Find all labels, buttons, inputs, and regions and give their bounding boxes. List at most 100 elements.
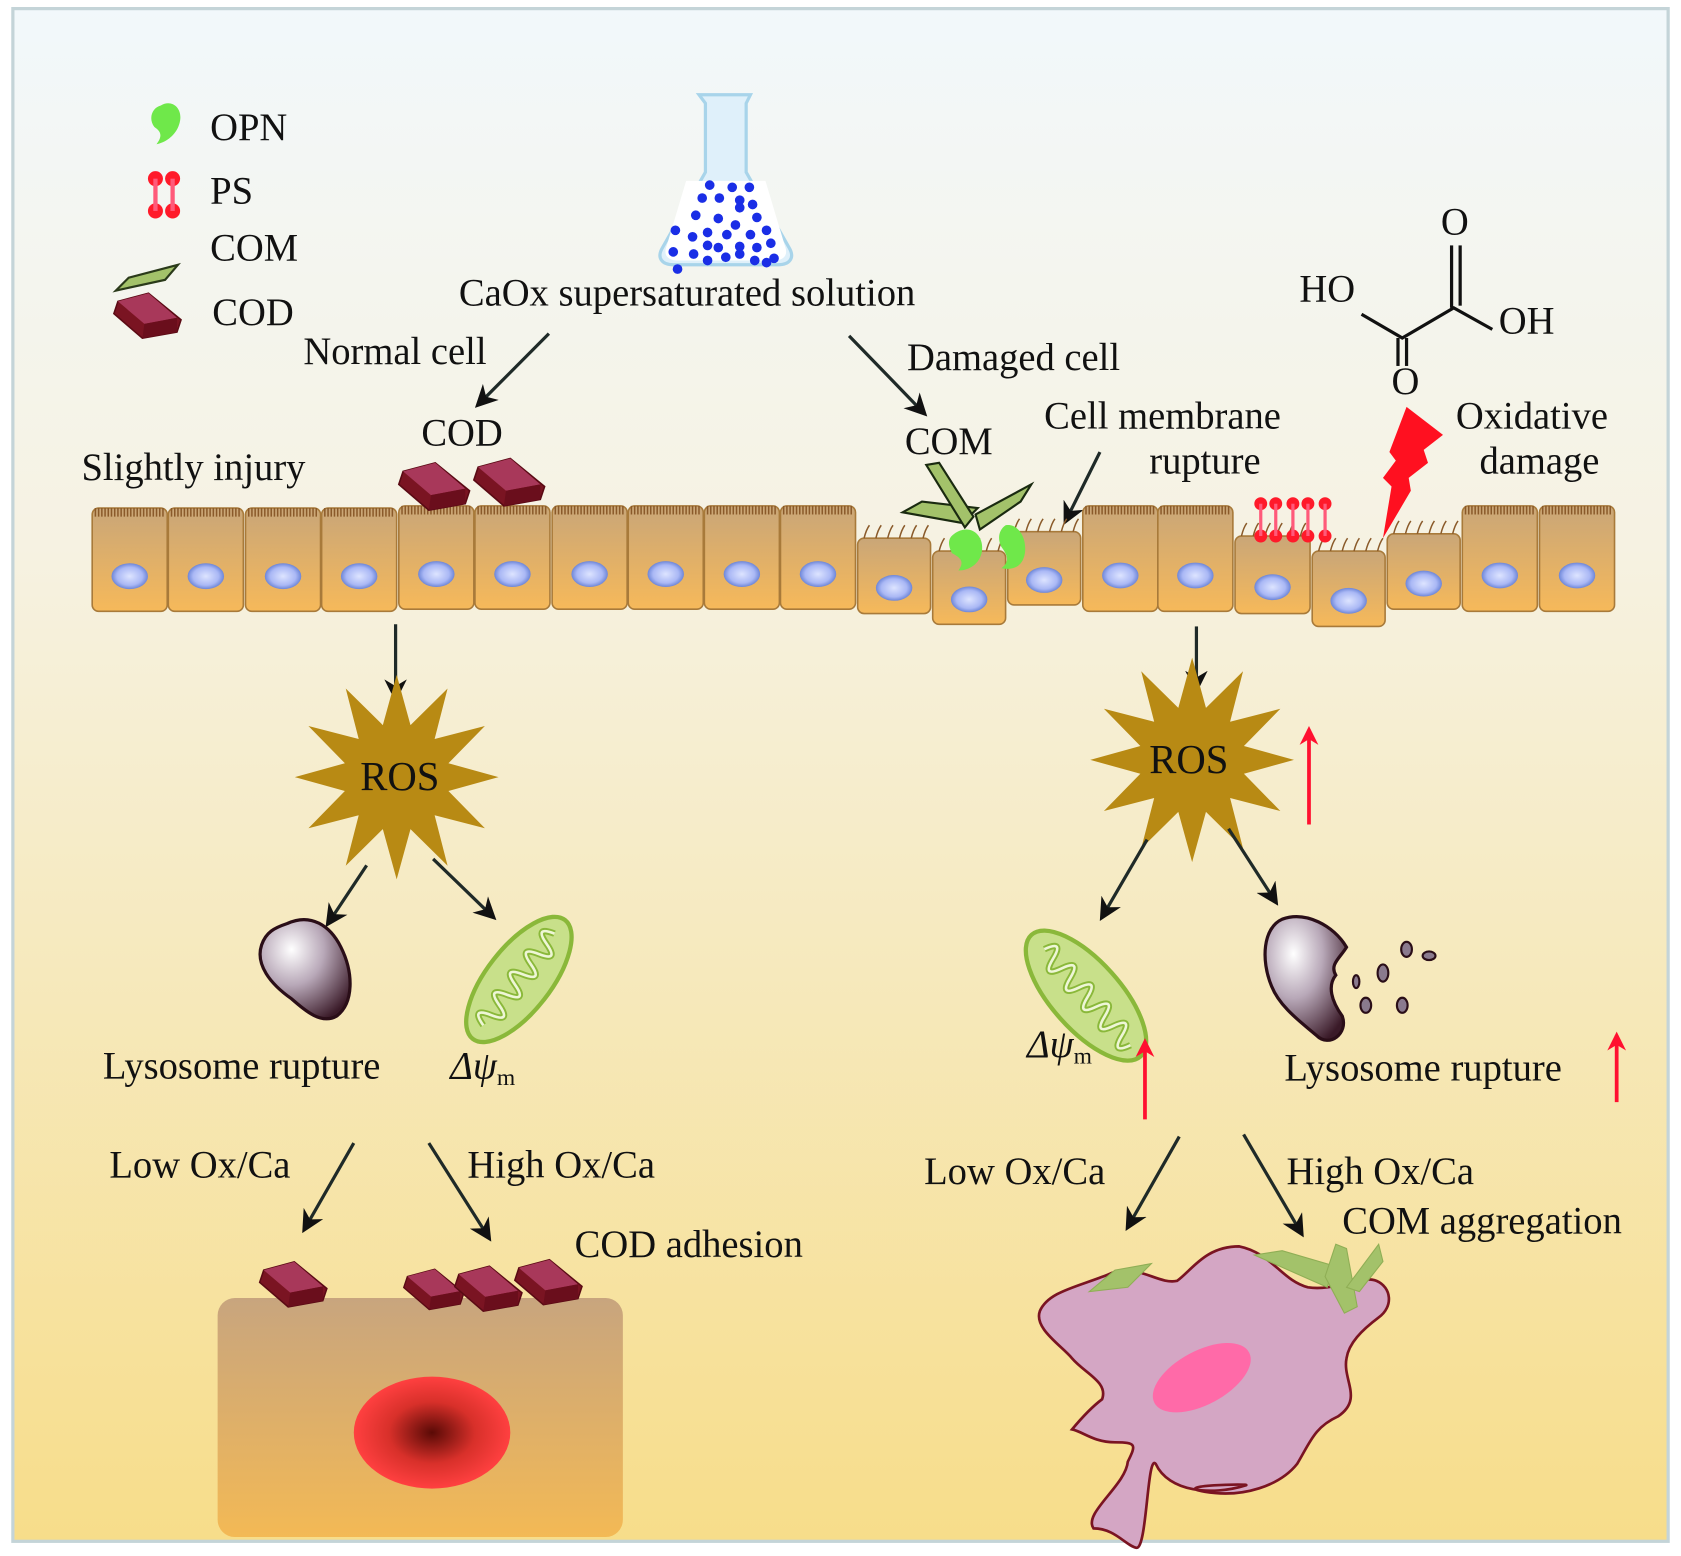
epithelial-cell (551, 505, 628, 611)
injured-cell-left (217, 1258, 623, 1538)
low-oxca-label-left: Low Ox/Ca (109, 1144, 290, 1186)
particle (734, 202, 745, 213)
epithelial-cell (856, 524, 932, 615)
ps-icon (147, 171, 181, 219)
particle (672, 264, 683, 274)
arrow-ros-to-mito-left (431, 857, 497, 921)
legend-label-opn: OPN (210, 107, 287, 149)
damaged-cell-label: Damaged cell (907, 337, 1120, 379)
microvilli (554, 505, 624, 515)
cell-nucleus (1405, 570, 1442, 597)
com-crystals-membrane (899, 461, 1035, 532)
particle (747, 199, 758, 210)
cell-nucleus (1177, 562, 1214, 589)
legend-label-cod: COD (212, 292, 293, 334)
cell-nucleus (647, 561, 684, 587)
epithelial-cell (1461, 505, 1539, 613)
opn-icon (151, 103, 181, 145)
arrow-to-rupture (1063, 451, 1102, 525)
flask-particles (668, 180, 779, 274)
epithelial-cell (1157, 505, 1234, 613)
cell-nucleus (571, 561, 608, 587)
com-label-top: COM (905, 421, 993, 463)
cell-nucleus (1254, 574, 1291, 601)
arrow-low-right (1125, 1135, 1181, 1231)
epithelial-cell (91, 507, 169, 613)
particle (704, 180, 715, 190)
epithelial-cell (703, 505, 781, 611)
lysosome-rupture-label-left: Lysosome rupture (103, 1045, 381, 1087)
membrane-rupture-label: Cell membrane (1044, 395, 1281, 437)
particle (713, 242, 724, 253)
oxalic-acid-structure: HO OH O O (1299, 202, 1554, 403)
cell-nucleus (1330, 587, 1367, 614)
slightly-injury-label: Slightly injury (81, 447, 306, 489)
particle (752, 242, 762, 253)
cell-nucleus (418, 561, 455, 587)
particle (749, 255, 760, 266)
arrow-to-damaged (847, 334, 928, 417)
microvilli (706, 505, 776, 515)
oxidative-damage-label-2: damage (1479, 441, 1599, 483)
arrow-high-right (1242, 1133, 1304, 1238)
epithelial-cell (1234, 522, 1311, 615)
ros-burst-right (1090, 657, 1294, 863)
legend-label-ps: PS (210, 170, 253, 212)
lysosome-rupture-label-right: Lysosome rupture (1284, 1048, 1562, 1090)
arrow-high-left (427, 1142, 492, 1242)
epithelial-cell (1311, 537, 1386, 628)
epithelial-cell (398, 505, 475, 611)
particle (752, 212, 762, 223)
ps-on-membrane (1254, 497, 1332, 543)
svg-text:O: O (1441, 202, 1469, 244)
damaged-cell-right (1037, 1243, 1391, 1550)
ruptured-lysosome-icon-right (1263, 915, 1437, 1042)
particle (690, 210, 701, 221)
lightning-icon (1382, 406, 1444, 539)
cell-nucleus (1558, 562, 1596, 589)
epithelial-cell (779, 505, 857, 611)
particle (688, 249, 699, 259)
particle (668, 247, 679, 257)
cod-label-top: COD (421, 413, 502, 455)
particle (702, 255, 713, 266)
epithelial-cell (320, 507, 398, 613)
cell-nucleus (875, 574, 913, 601)
epithelial-cell (244, 507, 322, 613)
nucleus-left (353, 1376, 511, 1489)
epithelial-cell-layer (91, 505, 1616, 628)
microvilli (247, 508, 318, 517)
particle (734, 195, 745, 206)
cell-nucleus (1025, 567, 1063, 593)
particle (734, 249, 745, 259)
high-oxca-label-left: High Ox/Ca (467, 1144, 655, 1186)
particle (722, 229, 732, 240)
particle (744, 182, 755, 193)
particle (714, 193, 725, 203)
particle (734, 241, 745, 252)
particle (769, 253, 779, 264)
microvilli (170, 508, 240, 517)
normal-cell-label: Normal cell (303, 331, 486, 373)
cell-nucleus (799, 561, 837, 587)
particle (730, 220, 741, 230)
microvilli (1464, 505, 1534, 515)
epithelial-cell (627, 505, 705, 611)
membrane-rupture-label-2: rupture (1149, 441, 1260, 483)
particle (761, 257, 772, 268)
particle (720, 252, 731, 263)
low-oxca-label-right: Low Ox/Ca (924, 1151, 1105, 1193)
particle (713, 213, 724, 224)
ros-label-left: ROS (360, 754, 439, 799)
svg-text:OH: OH (1499, 301, 1555, 343)
epithelial-cell (1081, 505, 1159, 613)
cod-adhesion-label: COD adhesion (575, 1224, 803, 1266)
ros-label-right: ROS (1149, 737, 1228, 782)
solution-label: CaOx supersaturated solution (459, 273, 915, 315)
particle (702, 227, 713, 238)
arrow-ros-to-lysosome-left (325, 864, 368, 928)
cell-nucleus (264, 563, 302, 590)
legend-label-com: COM (210, 227, 298, 269)
